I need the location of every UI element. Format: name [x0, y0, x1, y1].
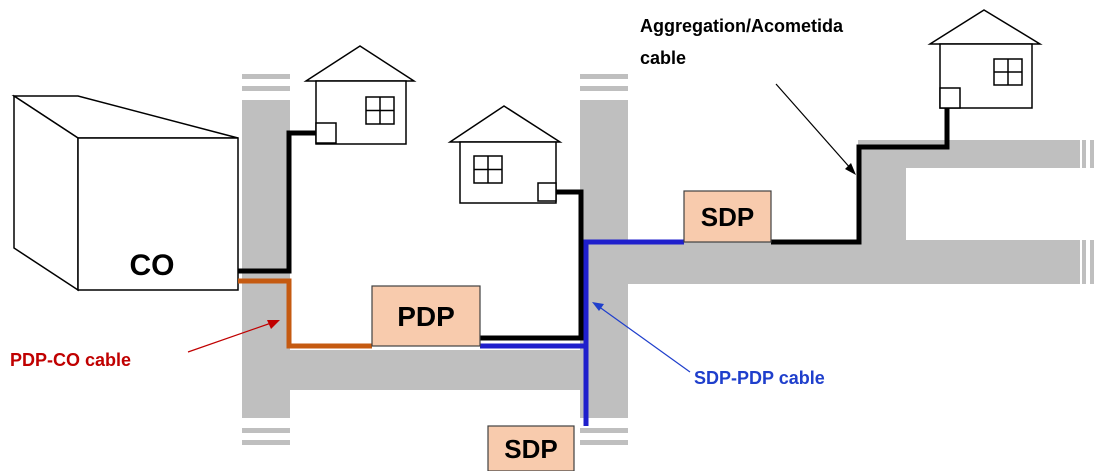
road-dash: [580, 74, 628, 79]
aggregation-cable-label-line2: cable: [640, 48, 686, 68]
road-end-dashes: [242, 74, 1094, 445]
aggregation-cable-line: [771, 108, 950, 245]
co-cube-front: [77, 137, 239, 291]
road-right-connector: [858, 168, 906, 240]
house-connection-box: [939, 87, 961, 109]
house-roof: [303, 45, 417, 82]
aggregation-arrowhead: [845, 163, 856, 175]
road-dash: [1090, 140, 1094, 168]
house-connection-box: [537, 182, 557, 202]
road-dash: [1082, 240, 1086, 284]
road-dash: [580, 86, 628, 91]
sdp-pdp-cable-line: [480, 239, 684, 349]
sdp-bottom-label: SDP: [504, 434, 557, 464]
road-dash: [242, 428, 290, 433]
house-connection-box: [315, 122, 337, 144]
sdp-pdp-cable-label: SDP-PDP cable: [694, 368, 825, 388]
house-3: [927, 9, 1043, 109]
co-to-house1-cable: [238, 130, 316, 274]
road-dash: [242, 86, 290, 91]
house-1: [303, 45, 417, 145]
sdp-pdp-arrowhead: [592, 302, 604, 311]
house-2: [447, 105, 563, 204]
pdp-label: PDP: [397, 301, 455, 332]
road-dash: [242, 440, 290, 445]
road-right-upper: [858, 140, 1080, 168]
sdp-box-bottom: SDP: [487, 425, 575, 471]
road-bottom-horizontal: [242, 350, 628, 390]
sdp-box-top-rect: [683, 190, 772, 243]
aggregation-arrow: [775, 83, 853, 171]
pdp-co-arrowhead: [267, 320, 280, 329]
sdp-box-top: SDP: [683, 190, 772, 243]
road-dash: [1090, 240, 1094, 284]
pdp-box: PDP: [371, 285, 481, 347]
road-dash: [580, 428, 628, 433]
pdp-co-cable-line: [238, 278, 372, 349]
callout-arrows: [187, 83, 856, 373]
aggregation-cable-label-line1: Aggregation/Acometida: [640, 16, 844, 36]
sdp-pdp-arrow: [597, 305, 691, 373]
road-dash: [580, 440, 628, 445]
road-dash: [1082, 140, 1086, 168]
road-dash: [242, 74, 290, 79]
road-right-lower: [628, 240, 1080, 284]
cables: [238, 108, 950, 426]
sdp-box-bottom-rect: [487, 425, 575, 471]
house-roof: [447, 105, 563, 143]
pdp-co-arrow: [187, 321, 275, 353]
co-label: CO: [130, 249, 175, 282]
house-roof: [927, 9, 1043, 45]
pdp-box-rect: [371, 285, 481, 347]
co-building: [11, 94, 239, 292]
roads: [242, 100, 1080, 418]
pdp-co-cable-label: PDP-CO cable: [10, 350, 131, 370]
sdp-top-label: SDP: [701, 202, 754, 232]
pdp-to-house2-cable: [480, 189, 584, 341]
